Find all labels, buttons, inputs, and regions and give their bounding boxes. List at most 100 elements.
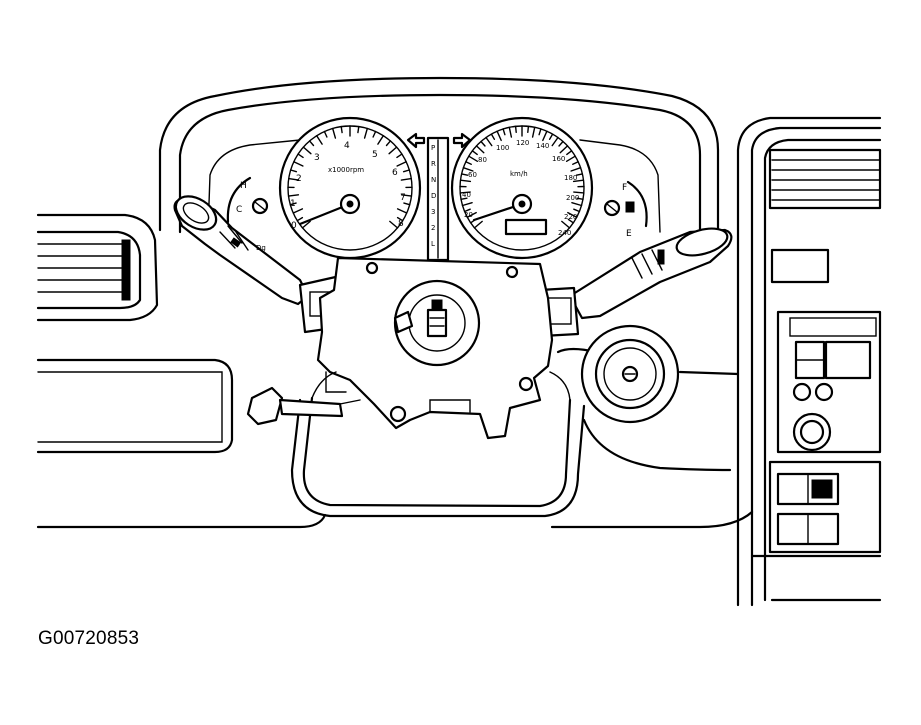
tachometer: 0 1 2 3 4 5 6 7 8 x1000rpm [278, 116, 422, 260]
tach-tick-mark [363, 127, 368, 139]
tach-tick-mark [332, 127, 337, 139]
speed-tick-20: 20 [464, 211, 473, 219]
speed-tick-mark [514, 125, 517, 134]
speed-tick-mark [575, 173, 584, 176]
tach-tick-mark [301, 220, 311, 229]
tach-tick-mark [340, 125, 343, 134]
speed-tick-mark [475, 145, 485, 154]
left-air-vent [36, 213, 159, 322]
speed-tick-mark [548, 133, 554, 141]
tach-tick-mark [396, 216, 404, 222]
speed-tick-mark [463, 208, 471, 213]
tach-unit-label: x1000rpm [328, 166, 364, 174]
speed-tick-mark [508, 126, 513, 138]
gear-n: N [431, 176, 436, 184]
speed-tick-mark [542, 130, 548, 142]
gear-3: 3 [431, 208, 435, 216]
speed-tick-100: 100 [496, 144, 509, 152]
speed-tick-mark [496, 130, 502, 142]
tach-tick-mark [308, 140, 315, 147]
tach-tick-mark [297, 153, 304, 159]
speed-tick-mark [527, 125, 530, 134]
ignition-switch [556, 324, 740, 472]
speed-tick-mark [460, 197, 468, 201]
tach-tick-mark [396, 161, 407, 167]
speed-tick-mark [570, 166, 582, 172]
temp-low-label: C [236, 205, 242, 215]
speedometer-tick-marks [459, 125, 585, 229]
speed-tick-mark [566, 150, 573, 156]
tach-tick-mark [289, 202, 297, 206]
speed-tick-mark [485, 136, 493, 147]
gear-l: L [431, 240, 435, 248]
speed-tick-mark [490, 133, 496, 141]
speed-tick-180: 180 [564, 174, 577, 182]
temperature-gauge: H C [226, 176, 269, 224]
speed-tick-140: 140 [536, 142, 549, 150]
speed-tick-mark [459, 179, 472, 183]
tach-tick-mark [400, 177, 412, 181]
tach-tick-mark [400, 194, 413, 197]
speed-tick-mark [466, 211, 477, 219]
speed-tick-mark [468, 155, 479, 163]
odometer-display [504, 218, 548, 236]
tilt-lever [246, 386, 361, 426]
speed-tick-mark [460, 173, 469, 176]
speed-tick-mark [572, 161, 579, 166]
speed-tick-mark [459, 191, 471, 194]
steering-column-assembly [316, 256, 554, 440]
speed-tick-mark [461, 201, 473, 207]
fuel-empty-label: E [626, 229, 632, 239]
tach-tick-mark [402, 169, 410, 173]
speed-tick-mark [561, 220, 571, 229]
speed-tick-220: 220 [564, 213, 577, 221]
speed-tick-mark [462, 166, 474, 172]
column-shroud [290, 371, 586, 518]
speed-tick-mark [471, 150, 478, 156]
tach-tick-0: 0 [291, 221, 297, 231]
tach-tick-6: 6 [392, 168, 398, 178]
tach-tick-mark [296, 216, 304, 222]
speed-tick-mark [573, 208, 581, 213]
tach-tick-mark [388, 146, 398, 155]
tachometer-tick-marks [287, 125, 413, 229]
tach-tick-mark [292, 208, 304, 214]
tach-tick-mark [377, 134, 384, 145]
speedometer: 20 40 60 80 100 120 140 160 180 200 220 … [450, 116, 594, 260]
speed-tick-40: 40 [462, 191, 471, 199]
tach-tick-mark [293, 161, 304, 167]
speed-tick-mark [473, 220, 483, 229]
gear-2: 2 [431, 224, 435, 232]
speed-tick-mark [567, 211, 578, 219]
speed-tick-mark [531, 126, 536, 138]
speed-tick-mark [559, 145, 569, 154]
tach-tick-1: 1 [290, 199, 296, 209]
speed-tick-200: 200 [566, 194, 579, 202]
speed-tick-80: 80 [478, 156, 487, 164]
temp-high-label: H [240, 181, 247, 191]
left-turn-arrow-icon [406, 132, 426, 149]
gear-d: D [431, 192, 436, 200]
figure-id-label: G00720853 [38, 628, 140, 649]
center-console [736, 116, 882, 607]
instrument-cluster: H C 0 1 2 3 4 5 6 7 8 x1000rpm [158, 76, 720, 262]
tach-tick-7: 7 [400, 193, 406, 203]
fuel-gauge: F E [603, 180, 648, 239]
tach-tick-mark [389, 220, 399, 229]
speed-tick-mark [571, 201, 583, 207]
speed-tick-mark [551, 136, 559, 147]
tach-tick-mark [357, 125, 360, 134]
tach-tick-mark [372, 130, 377, 138]
tach-tick-mark [403, 202, 411, 206]
speed-tick-mark [572, 179, 585, 183]
dashboard-outline [36, 358, 754, 529]
tach-tick-mark [396, 153, 403, 159]
tach-tick-2: 2 [296, 174, 302, 184]
svg-text:Dg: Dg [256, 244, 266, 252]
right-turn-arrow-icon [452, 132, 472, 149]
tach-tick-mark [287, 194, 300, 197]
speed-tick-mark [502, 128, 506, 136]
fuel-full-label: F [622, 183, 627, 193]
tach-tick-mark [316, 134, 323, 145]
